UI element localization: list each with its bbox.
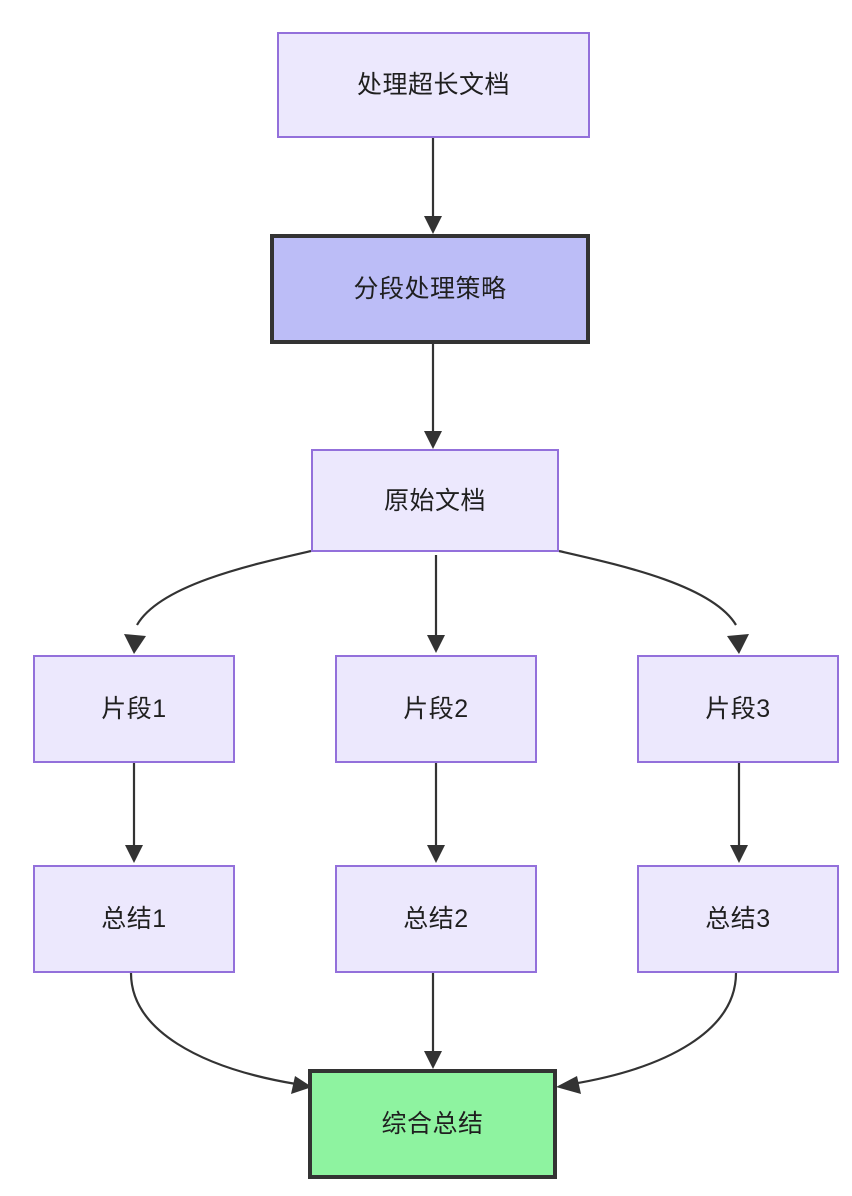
arrow-head-icon <box>727 634 749 654</box>
node-fragment-3[interactable]: 片段3 <box>637 655 839 763</box>
edge-handle-strategy-to-source <box>424 344 442 449</box>
arrow-head-icon <box>427 845 445 863</box>
edge-line <box>558 549 737 626</box>
node-label: 片段2 <box>403 695 469 723</box>
edge-handle-source-to-fragment1 <box>124 549 312 654</box>
edge-line <box>571 972 738 1086</box>
node-fragment-2[interactable]: 片段2 <box>335 655 537 763</box>
node-summary-1[interactable]: 总结1 <box>33 865 235 973</box>
node-process-long-document[interactable]: 处理超长文档 <box>277 32 590 138</box>
node-label: 综合总结 <box>381 1110 484 1138</box>
edge-handle-source-to-fragment3 <box>558 549 749 654</box>
node-comprehensive-summary[interactable]: 综合总结 <box>308 1069 557 1179</box>
edge-handle-summary3-to-final <box>556 972 738 1094</box>
node-summary-2[interactable]: 总结2 <box>335 865 537 973</box>
arrow-head-icon <box>125 845 143 863</box>
arrow-head-icon <box>424 216 442 234</box>
arrow-head-icon <box>424 1051 442 1069</box>
node-label: 总结1 <box>101 905 167 933</box>
node-label: 总结2 <box>403 905 469 933</box>
edge-handle-summary2-to-final <box>424 973 442 1069</box>
node-segmented-processing-strategy[interactable]: 分段处理策略 <box>270 234 590 344</box>
arrow-head-icon <box>427 635 445 653</box>
node-label: 总结3 <box>705 905 771 933</box>
edge-handle-doc-to-strategy <box>424 138 442 234</box>
node-source-document[interactable]: 原始文档 <box>311 449 559 552</box>
edge-handle-fragment3-to-summary3 <box>730 763 748 863</box>
edge-handle-fragment2-to-summary2 <box>427 763 445 863</box>
node-label: 片段1 <box>101 695 167 723</box>
edge-handle-source-to-fragment2 <box>427 555 445 653</box>
node-summary-3[interactable]: 总结3 <box>637 865 839 973</box>
node-label: 片段3 <box>705 695 771 723</box>
arrow-head-icon <box>424 431 442 449</box>
edge-line <box>136 549 312 626</box>
node-label: 原始文档 <box>383 486 486 515</box>
node-label: 处理超长文档 <box>356 71 510 99</box>
edge-line <box>129 972 297 1086</box>
arrow-head-icon <box>556 1076 581 1094</box>
node-fragment-1[interactable]: 片段1 <box>33 655 235 763</box>
edge-handle-fragment1-to-summary1 <box>125 763 143 863</box>
arrow-head-icon <box>291 1076 312 1094</box>
arrow-head-icon <box>124 634 146 654</box>
edge-handle-summary1-to-final <box>129 972 312 1094</box>
node-label: 分段处理策略 <box>353 275 507 303</box>
arrow-head-icon <box>730 845 748 863</box>
